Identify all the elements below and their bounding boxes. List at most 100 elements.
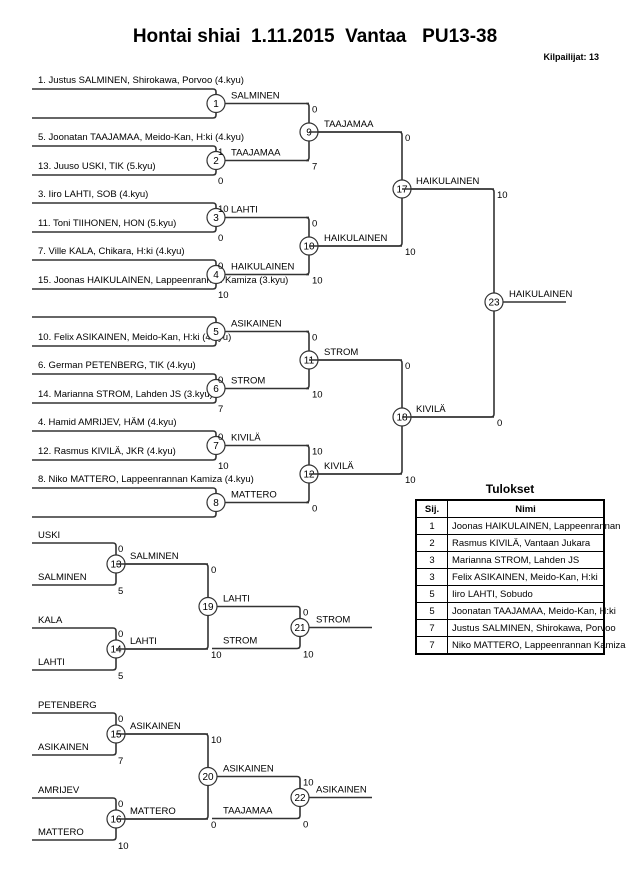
repechage-entrant: ASIKAINEN <box>38 742 89 753</box>
result-place: 3 <box>415 551 448 569</box>
results-header-row: Sij. Nimi <box>415 499 605 518</box>
score-top: 0 <box>118 714 123 725</box>
score-bottom: 7 <box>312 162 317 173</box>
match-number-circle <box>484 292 504 312</box>
score-bottom: 0 <box>218 176 223 187</box>
match-winner-name: STROM <box>231 376 265 387</box>
match-number: 2 <box>213 156 219 167</box>
score-bottom: 5 <box>118 586 123 597</box>
match-number: 11 <box>304 356 315 367</box>
score-bottom: 0 <box>497 418 502 429</box>
match-number: 20 <box>202 772 214 783</box>
match-number: 8 <box>213 498 219 509</box>
match-number: 18 <box>396 413 408 424</box>
score-bottom: 0 <box>312 504 317 515</box>
repechage-entrant: LAHTI <box>38 657 65 668</box>
score-top: 0 <box>405 133 410 144</box>
match-number: 10 <box>303 242 315 253</box>
match-winner-name: LAHTI <box>130 636 157 647</box>
result-name: Rasmus KIVILÄ, Vantaan Jukara <box>447 534 605 552</box>
match-winner-name: MATTERO <box>130 806 176 817</box>
entrant-name: 1. Justus SALMINEN, Shirokawa, Porvoo (4… <box>38 75 244 86</box>
round1-connector <box>32 88 217 119</box>
result-place: 5 <box>415 585 448 603</box>
entrant-name: 5. Joonatan TAAJAMAA, Meido-Kan, H:ki (4… <box>38 132 244 143</box>
score-top: 0 <box>118 629 123 640</box>
repechage-entrant: SALMINEN <box>38 572 87 583</box>
score-top: 0 <box>118 799 123 810</box>
bronze-connector <box>212 605 301 650</box>
score-bottom: 10 <box>218 290 229 301</box>
entrant-name: 8. Niko MATTERO, Lappeenrannan Kamiza (4… <box>38 474 254 485</box>
round3-connector <box>309 359 403 475</box>
result-place: 7 <box>415 636 448 655</box>
score-bottom: 0 <box>211 820 216 831</box>
round3-connector <box>309 131 403 247</box>
match-winner-name: ASIKAINEN <box>130 721 181 732</box>
match-number: 12 <box>303 470 315 481</box>
match-number: 1 <box>213 99 219 110</box>
bronze-opponent-name: TAAJAMAA <box>223 806 273 817</box>
score-bottom: 7 <box>118 756 123 767</box>
final-connector <box>402 188 495 418</box>
result-place: 5 <box>415 602 448 620</box>
repechage-entrant: USKI <box>38 530 60 541</box>
score-top: 0 <box>405 361 410 372</box>
score-bottom: 10 <box>211 650 222 661</box>
entrant-name: 14. Marianna STROM, Lahden JS (3.kyu) <box>38 389 213 400</box>
match-winner-name: TAAJAMAA <box>324 119 374 130</box>
entrant-name: 10. Felix ASIKAINEN, Meido-Kan, H:ki (4.… <box>38 332 231 343</box>
match-number-circle <box>206 435 226 456</box>
entrant-name: 13. Juuso USKI, TIK (5.kyu) <box>38 161 156 172</box>
round1-connector <box>32 487 217 518</box>
match-number: 14 <box>110 645 122 656</box>
match-winner-name: TAAJAMAA <box>231 148 281 159</box>
match-number: 9 <box>306 128 312 139</box>
match-number: 19 <box>202 602 214 613</box>
result-name: Niko MATTERO, Lappeenrannan Kamiza <box>447 636 626 655</box>
entrant-name: 3. Iiro LAHTI, SOB (4.kyu) <box>38 189 148 200</box>
match-number-circle <box>206 492 226 513</box>
score-top: 10 <box>218 204 229 215</box>
repechage-entrant: AMRIJEV <box>38 785 80 796</box>
match-winner-name: ASIKAINEN <box>231 319 282 330</box>
entrant-name: 12. Rasmus KIVILÄ, JKR (4.kyu) <box>38 446 176 457</box>
bronze-opponent-name: STROM <box>223 636 257 647</box>
match-winner-name: HAIKULAINEN <box>231 262 294 273</box>
score-bottom: 10 <box>218 461 229 472</box>
entrant-name: 4. Hamid AMRIJEV, HÄM (4.kyu) <box>38 417 177 428</box>
repechage-entrant: PETENBERG <box>38 700 97 711</box>
match-number-circle <box>290 787 310 808</box>
match-number: 6 <box>213 384 219 395</box>
col-header-place: Sij. <box>415 499 448 518</box>
score-bottom: 5 <box>118 671 123 682</box>
match-winner-name: STROM <box>324 347 358 358</box>
match-number: 23 <box>488 298 500 309</box>
result-name: Iiro LAHTI, Sobudo <box>447 585 605 603</box>
champion-name: HAIKULAINEN <box>509 289 572 300</box>
score-top: 0 <box>118 544 123 555</box>
bronze-winner-name: ASIKAINEN <box>316 785 367 796</box>
result-name: Justus SALMINEN, Shirokawa, Porvoo <box>447 619 616 637</box>
match-winner-name: KIVILÄ <box>231 433 261 444</box>
score-top: 0 <box>312 105 317 116</box>
score-bottom: 10 <box>312 276 323 287</box>
result-name: Felix ASIKAINEN, Meido-Kan, H:ki <box>447 568 605 586</box>
score-bottom: 0 <box>218 233 223 244</box>
match-number-circle <box>206 378 226 399</box>
match-number: 16 <box>110 815 122 826</box>
competitor-count: Kilpailijat: 13 <box>543 52 599 62</box>
match-winner-name: KIVILÄ <box>324 461 354 472</box>
score-top: 0 <box>218 432 223 443</box>
result-place: 2 <box>415 534 448 552</box>
match-winner-name: SALMINEN <box>130 551 179 562</box>
result-name: Joonas HAIKULAINEN, Lappeenrannan <box>447 517 620 535</box>
